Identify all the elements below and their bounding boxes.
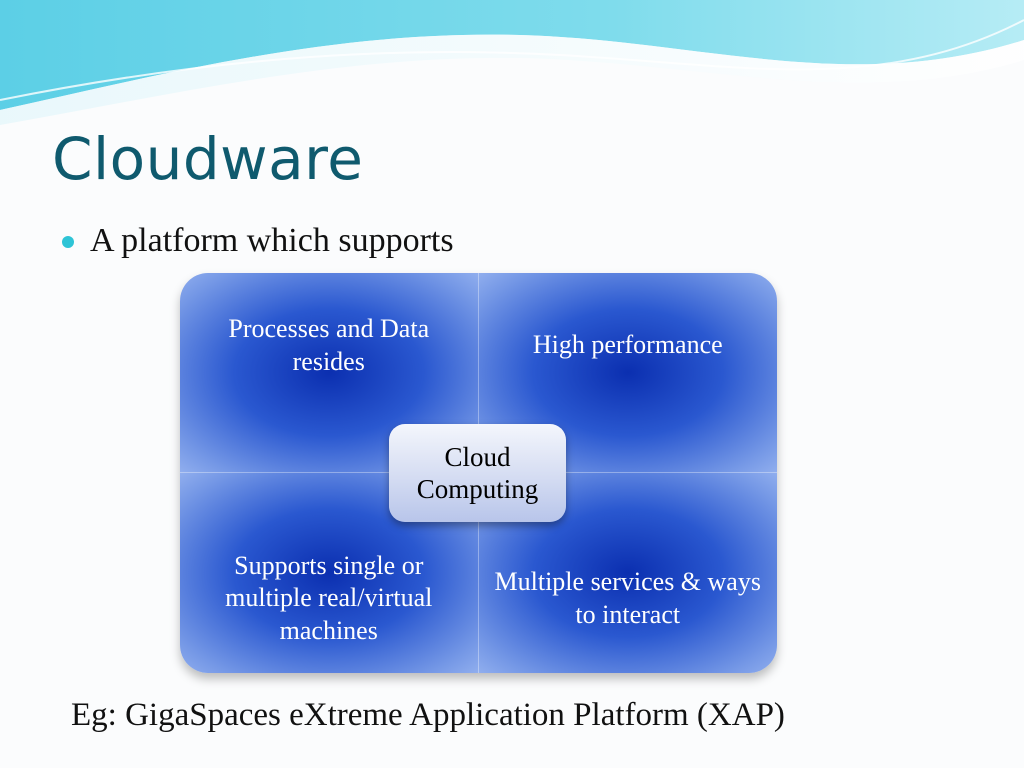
quadrant-processes-data: Processes and Data resides: [180, 273, 479, 473]
bullet-item: A platform which supports: [62, 222, 454, 260]
center-node-cloud-computing: Cloud Computing: [389, 424, 566, 522]
bullet-text: A platform which supports: [90, 222, 454, 259]
matrix-diagram: Processes and Data resides High performa…: [180, 273, 777, 673]
example-text: Eg: GigaSpaces eXtreme Application Platf…: [71, 697, 785, 733]
slide-title: Cloudware: [52, 125, 364, 193]
quadrant-label: Multiple services & ways to interact: [494, 567, 761, 629]
bullet-dot-icon: [62, 236, 74, 248]
header-wave-decoration: [0, 0, 1024, 125]
quadrant-label: Supports single or multiple real/virtual…: [225, 550, 433, 645]
quadrant-label: High performance: [532, 330, 723, 359]
quadrant-label: Processes and Data resides: [228, 314, 430, 376]
center-node-label: Cloud Computing: [416, 441, 539, 504]
quadrant-high-performance: High performance: [478, 273, 777, 473]
